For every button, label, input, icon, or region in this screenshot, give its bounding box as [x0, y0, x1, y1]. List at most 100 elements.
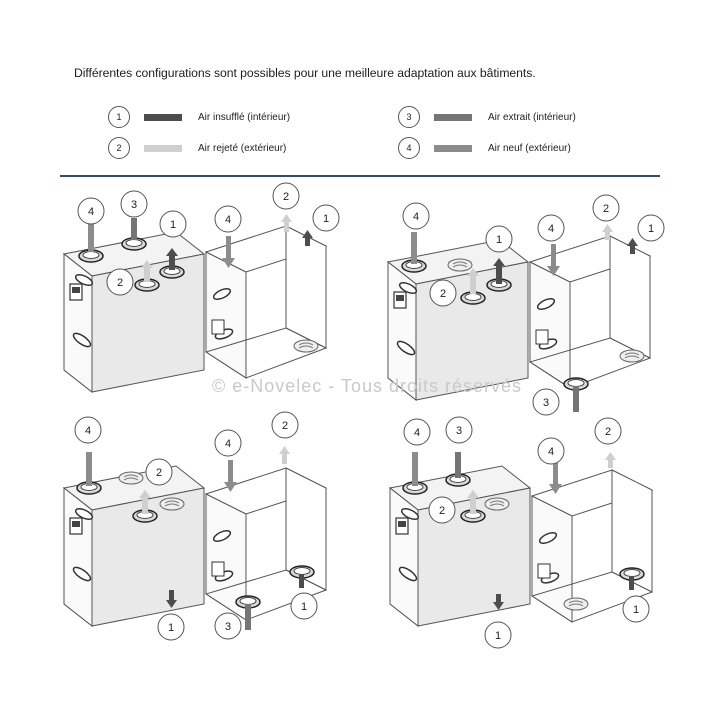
marker-1: 1	[159, 210, 187, 238]
marker-4: 4	[214, 429, 242, 457]
marker-4: 4	[537, 214, 565, 242]
marker-label: 1	[323, 213, 329, 225]
marker-circle	[214, 429, 242, 457]
configuration-2	[387, 224, 651, 412]
marker-2: 2	[272, 182, 300, 210]
marker-3: 3	[214, 612, 242, 640]
marker-1: 1	[485, 225, 513, 253]
marker-label: 4	[548, 446, 554, 458]
marker-2: 2	[429, 279, 457, 307]
legend-number: 4	[398, 137, 420, 159]
marker-label: 1	[496, 234, 502, 246]
marker-4: 4	[537, 437, 565, 465]
marker-4: 4	[403, 418, 431, 446]
legend-swatch	[434, 144, 472, 152]
marker-1: 1	[484, 621, 512, 649]
marker-circle	[428, 496, 456, 524]
marker-label: 2	[156, 467, 162, 479]
marker-circle	[429, 279, 457, 307]
marker-circle	[445, 416, 473, 444]
marker-label: 1	[168, 622, 174, 634]
marker-label: 2	[117, 277, 123, 289]
legend-item-1: 1 Air insufflé (intérieur)	[108, 105, 290, 129]
marker-circle	[637, 214, 665, 242]
legend-number: 3	[398, 106, 420, 128]
marker-label: 2	[283, 191, 289, 203]
marker-circle	[214, 205, 242, 233]
marker-1: 1	[290, 592, 318, 620]
marker-2: 2	[106, 268, 134, 296]
marker-circle	[157, 613, 185, 641]
marker-label: 2	[282, 420, 288, 432]
marker-circle	[159, 210, 187, 238]
marker-circle	[74, 416, 102, 444]
marker-4: 4	[214, 205, 242, 233]
marker-1: 1	[622, 595, 650, 623]
marker-label: 3	[543, 397, 549, 409]
marker-circle	[290, 592, 318, 620]
legend-item-4: 4 Air neuf (extérieur)	[398, 136, 571, 160]
legend-item-2: 2 Air rejeté (extérieur)	[108, 136, 286, 160]
marker-label: 4	[85, 425, 91, 437]
marker-label: 3	[131, 199, 137, 211]
configuration-3	[63, 446, 327, 630]
legend-label: Air insufflé (intérieur)	[198, 111, 291, 123]
marker-2: 2	[428, 496, 456, 524]
marker-circle	[106, 268, 134, 296]
marker-circle	[312, 204, 340, 232]
legend-label: Air rejeté (extérieur)	[198, 142, 287, 154]
marker-3: 3	[120, 190, 148, 218]
marker-3: 3	[445, 416, 473, 444]
legend-swatch	[434, 113, 472, 121]
marker-circle	[77, 197, 105, 225]
marker-label: 2	[603, 203, 609, 215]
legend-item-3: 3 Air extrait (intérieur)	[398, 105, 576, 129]
legend-swatch	[144, 144, 182, 152]
marker-2: 2	[271, 411, 299, 439]
marker-circle	[145, 458, 173, 486]
marker-label: 4	[225, 214, 231, 226]
legend-label: Air neuf (extérieur)	[488, 142, 571, 154]
configuration-1	[63, 214, 327, 393]
marker-4: 4	[402, 202, 430, 230]
marker-4: 4	[74, 416, 102, 444]
marker-circle	[271, 411, 299, 439]
marker-circle	[214, 612, 242, 640]
marker-label: 2	[605, 426, 611, 438]
marker-circle	[402, 202, 430, 230]
legend-swatch	[144, 113, 182, 121]
marker-2: 2	[592, 194, 620, 222]
legend-number: 1	[108, 106, 130, 128]
marker-label: 2	[439, 505, 445, 517]
marker-label: 4	[414, 427, 420, 439]
marker-1: 1	[312, 204, 340, 232]
marker-circle	[484, 621, 512, 649]
marker-1: 1	[637, 214, 665, 242]
marker-2: 2	[594, 417, 622, 445]
marker-circle	[532, 388, 560, 416]
marker-circle	[485, 225, 513, 253]
marker-label: 1	[301, 601, 307, 613]
marker-circle	[537, 437, 565, 465]
marker-label: 4	[88, 206, 94, 218]
marker-circle	[594, 417, 622, 445]
marker-circle	[622, 595, 650, 623]
intro-text: Différentes configurations sont possible…	[74, 66, 536, 80]
marker-circle	[272, 182, 300, 210]
marker-label: 1	[170, 219, 176, 231]
marker-label: 4	[548, 223, 554, 235]
marker-label: 1	[633, 604, 639, 616]
marker-label: 4	[413, 211, 419, 223]
marker-circle	[120, 190, 148, 218]
marker-1: 1	[157, 613, 185, 641]
marker-label: 1	[495, 630, 501, 642]
marker-label: 3	[456, 425, 462, 437]
marker-4: 4	[77, 197, 105, 225]
section-divider	[60, 175, 660, 177]
marker-label: 4	[225, 438, 231, 450]
legend-number: 2	[108, 137, 130, 159]
watermark: © e-Novelec - Tous droits réservés	[212, 376, 523, 396]
marker-label: 1	[648, 223, 654, 235]
marker-label: 2	[440, 288, 446, 300]
